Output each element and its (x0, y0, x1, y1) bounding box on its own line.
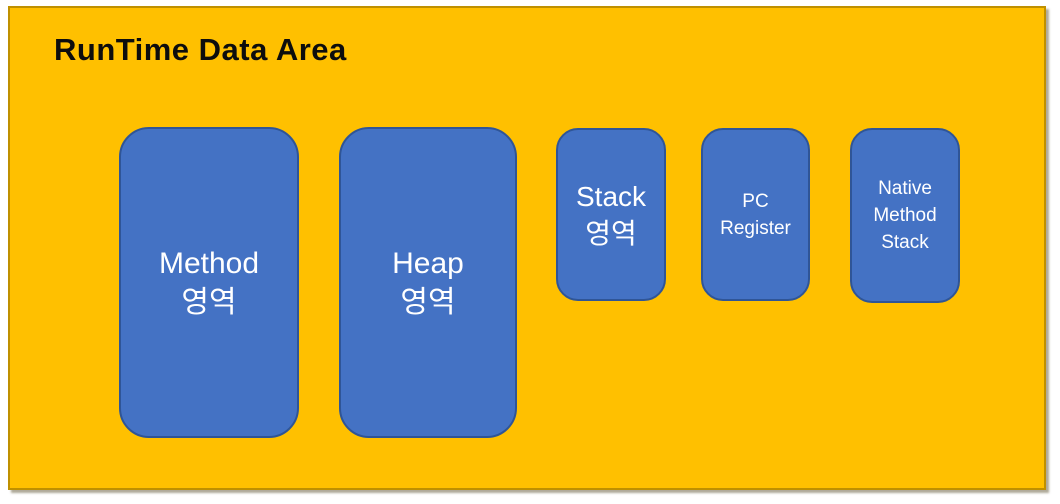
runtime-data-area-frame: RunTime Data Area Method 영역 Heap 영역 Stac… (8, 6, 1046, 490)
box-stack-area: Stack 영역 (556, 128, 666, 301)
box-pc-register-label: PC Register (720, 188, 791, 242)
box-method-area-label: Method 영역 (159, 244, 259, 322)
box-stack-area-line-1: Stack (575, 180, 647, 212)
box-stack-area-line-2: 영역 (585, 217, 637, 249)
box-stack-area-label: Stack 영역 (576, 178, 646, 252)
box-pc-register-line-2: Register (720, 217, 791, 239)
box-heap-area-label: Heap 영역 (392, 244, 464, 322)
box-native-method-stack-label: Native Method Stack (873, 175, 936, 256)
box-heap-area-line-1: Heap (392, 246, 464, 280)
box-heap-area: Heap 영역 (339, 127, 517, 438)
box-method-area: Method 영역 (119, 127, 299, 438)
box-heap-area-line-2: 영역 (400, 285, 456, 319)
box-pc-register: PC Register (701, 128, 810, 301)
box-native-method-stack-line-3: Stack (881, 232, 929, 253)
box-method-area-line-2: 영역 (181, 285, 237, 319)
box-native-method-stack: Native Method Stack (850, 128, 960, 303)
box-native-method-stack-line-2: Method (873, 205, 937, 226)
box-pc-register-line-1: PC (742, 190, 769, 212)
box-native-method-stack-line-1: Native (878, 178, 932, 199)
page-title: RunTime Data Area (54, 32, 347, 67)
box-method-area-line-1: Method (158, 246, 260, 280)
